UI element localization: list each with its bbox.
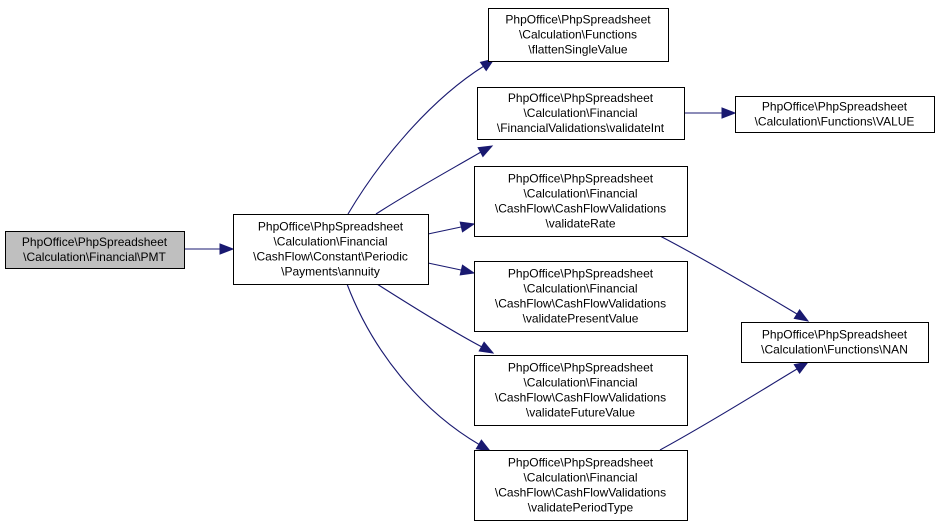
node-label-line: \flattenSingleValue	[528, 43, 628, 57]
edge-arrowhead	[721, 107, 737, 119]
edge-arrowhead	[219, 243, 235, 255]
edge-annuity-to-validateint	[375, 145, 494, 215]
node-box[interactable]	[233, 214, 429, 285]
node-label-line: PhpOffice\PhpSpreadsheet	[22, 235, 168, 249]
edge-arrowhead	[478, 341, 495, 354]
node-box[interactable]	[735, 96, 935, 133]
edge-line	[427, 226, 462, 235]
node-validate-period-type[interactable]: PhpOffice\PhpSpreadsheet\Calculation\Fin…	[474, 450, 688, 521]
edge-line	[346, 283, 481, 446]
node-label-line: PhpOffice\PhpSpreadsheet	[508, 91, 654, 105]
edge-line	[427, 262, 462, 271]
node-box[interactable]	[474, 355, 688, 426]
node-label-line: \CashFlow\CashFlowValidations	[495, 297, 666, 311]
node-nan[interactable]: PhpOffice\PhpSpreadsheet\Calculation\Fun…	[741, 322, 929, 363]
node-flatten-single-value[interactable]: PhpOffice\PhpSpreadsheet\Calculation\Fun…	[488, 8, 669, 62]
edge-arrowhead	[459, 221, 476, 233]
node-label-line: \Calculation\Functions\NAN	[761, 343, 908, 357]
node-label-line: \validateFutureValue	[526, 406, 636, 420]
node-label-line: \CashFlow\CashFlowValidations	[495, 202, 666, 216]
edge-arrowhead	[793, 309, 810, 322]
edge-line	[375, 151, 482, 215]
node-label-line: \CashFlow\CashFlowValidations	[495, 391, 666, 405]
node-label-line: PhpOffice\PhpSpreadsheet	[762, 328, 908, 342]
node-box[interactable]	[5, 231, 185, 269]
node-label-line: PhpOffice\PhpSpreadsheet	[505, 13, 651, 27]
node-label-line: \Calculation\Financial	[523, 471, 637, 485]
node-label-line: \Payments\annuity	[281, 265, 380, 279]
node-annuity[interactable]: PhpOffice\PhpSpreadsheet\Calculation\Fin…	[233, 214, 429, 285]
edge-annuity-to-rate	[427, 221, 476, 235]
edge-annuity-to-fv	[376, 283, 495, 354]
edge-line	[659, 368, 798, 451]
edge-arrowhead	[475, 439, 492, 452]
node-box[interactable]	[488, 8, 669, 62]
node-label-line: \validatePeriodType	[528, 501, 634, 515]
node-label-line: PhpOffice\PhpSpreadsheet	[508, 456, 654, 470]
edge-arrowhead	[477, 145, 494, 158]
node-label-line: \Calculation\Financial	[523, 282, 637, 296]
edge-pmt-to-annuity	[184, 243, 235, 255]
edge-annuity-to-ptype	[346, 283, 492, 452]
node-label-line: \CashFlow\CashFlowValidations	[495, 486, 666, 500]
nodes-layer: PhpOffice\PhpSpreadsheet\Calculation\Fin…	[5, 8, 935, 521]
edge-annuity-to-flatten	[347, 58, 496, 215]
edge-rate-to-nan	[659, 235, 810, 322]
node-validate-present-value[interactable]: PhpOffice\PhpSpreadsheet\Calculation\Fin…	[474, 261, 688, 332]
node-box[interactable]	[474, 450, 688, 521]
node-label-line: \CashFlow\Constant\Periodic	[253, 250, 408, 264]
edge-arrowhead	[793, 361, 810, 374]
edge-annuity-to-pv	[427, 262, 476, 276]
edge-arrowhead	[459, 264, 476, 276]
node-label-line: PhpOffice\PhpSpreadsheet	[508, 361, 654, 375]
node-label-line: \Calculation\Financial	[273, 235, 387, 249]
node-box[interactable]	[741, 322, 929, 363]
node-label-line: \Calculation\Functions	[519, 28, 637, 42]
node-label-line: \Calculation\Financial\PMT	[23, 250, 166, 264]
edge-line	[376, 283, 483, 348]
node-label-line: \Calculation\Financial	[523, 106, 637, 120]
node-box[interactable]	[474, 166, 688, 237]
node-label-line: \FinancialValidations\validateInt	[497, 121, 665, 135]
node-label-line: PhpOffice\PhpSpreadsheet	[508, 267, 654, 281]
edge-validateint-to-value	[684, 107, 737, 119]
node-label-line: \Calculation\Financial	[523, 187, 637, 201]
node-validate-future-value[interactable]: PhpOffice\PhpSpreadsheet\Calculation\Fin…	[474, 355, 688, 426]
node-validate-int[interactable]: PhpOffice\PhpSpreadsheet\Calculation\Fin…	[477, 87, 685, 140]
edge-ptype-to-nan	[659, 361, 810, 451]
node-label-line: \validateRate	[545, 217, 615, 231]
node-label-line: PhpOffice\PhpSpreadsheet	[258, 220, 404, 234]
node-box[interactable]	[477, 87, 685, 140]
node-value[interactable]: PhpOffice\PhpSpreadsheet\Calculation\Fun…	[735, 96, 935, 133]
node-label-line: \Calculation\Financial	[523, 376, 637, 390]
edges-layer	[184, 58, 810, 452]
edge-line	[659, 235, 798, 315]
node-label-line: PhpOffice\PhpSpreadsheet	[762, 100, 908, 114]
node-validate-rate[interactable]: PhpOffice\PhpSpreadsheet\Calculation\Fin…	[474, 166, 688, 237]
node-box[interactable]	[474, 261, 688, 332]
node-label-line: \validatePresentValue	[523, 312, 639, 326]
edge-line	[347, 65, 485, 215]
node-pmt[interactable]: PhpOffice\PhpSpreadsheet\Calculation\Fin…	[5, 231, 185, 269]
node-label-line: PhpOffice\PhpSpreadsheet	[508, 172, 654, 186]
node-label-line: \Calculation\Functions\VALUE	[755, 115, 915, 129]
